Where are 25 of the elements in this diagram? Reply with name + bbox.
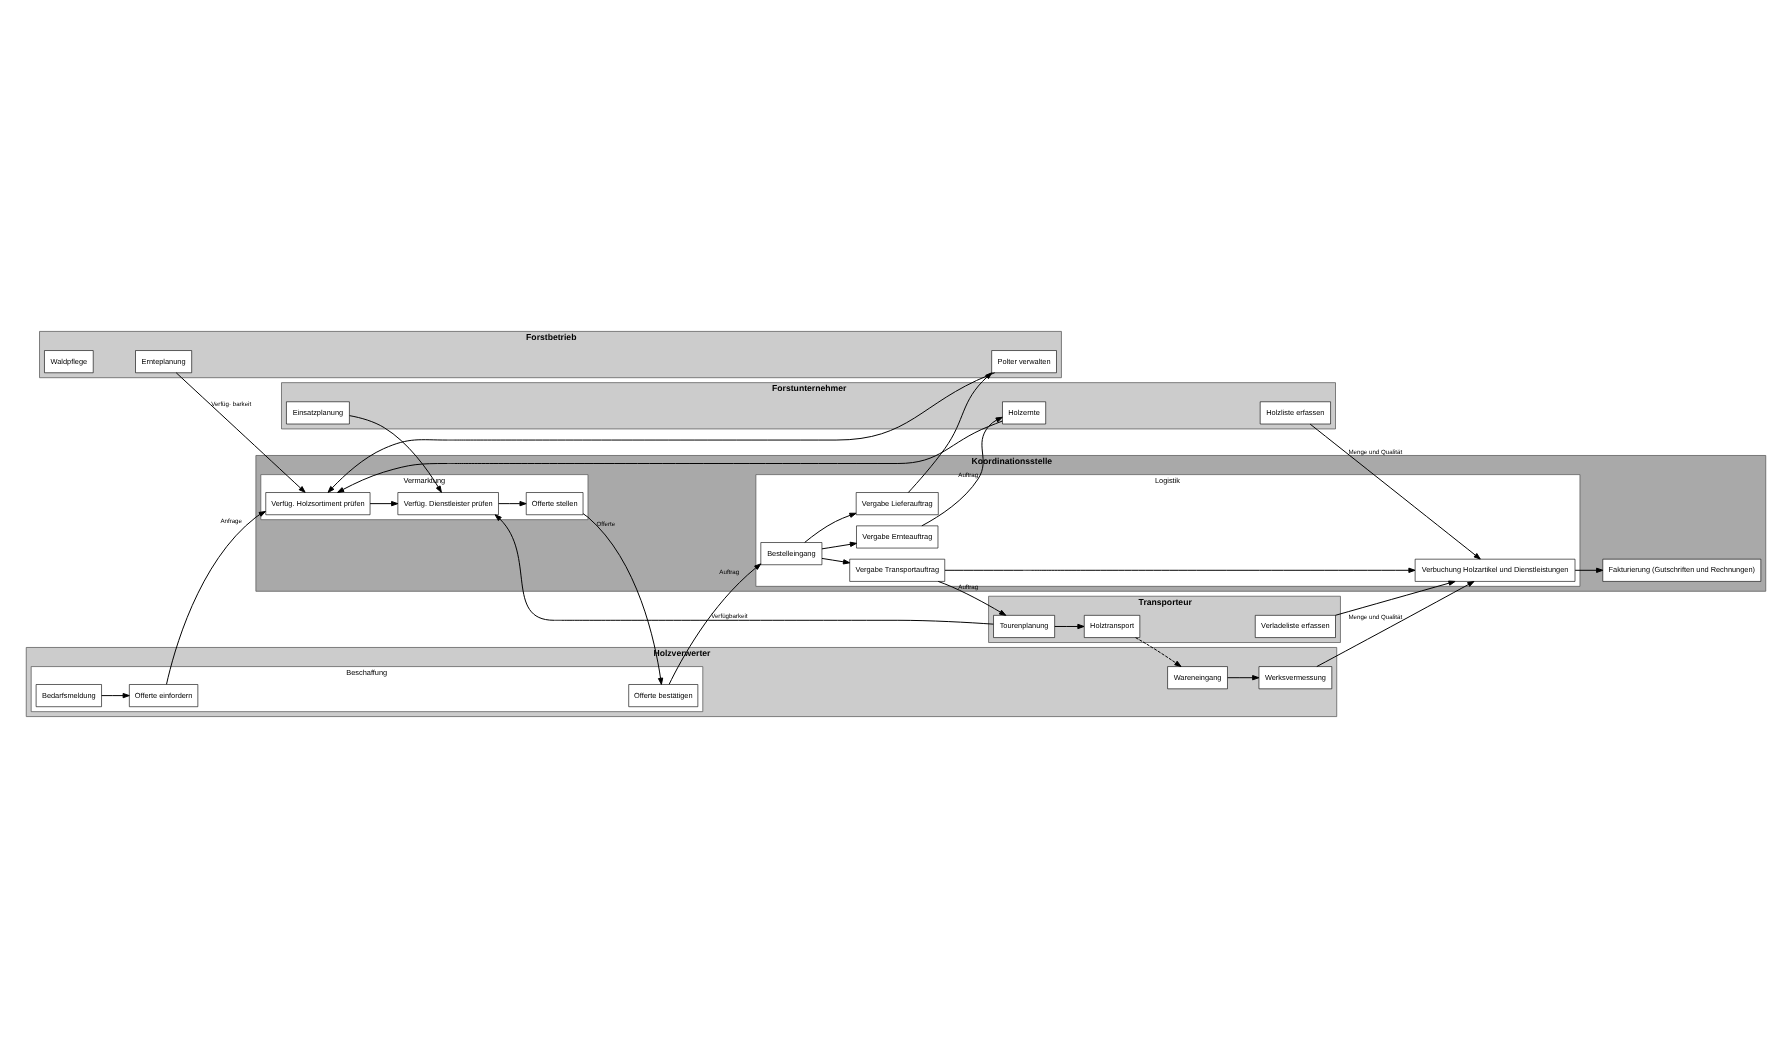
arrow: [907, 371, 993, 492]
arrow: [494, 513, 994, 624]
arrow: [1334, 579, 1456, 615]
arrow: [944, 566, 1416, 572]
arrow: [937, 579, 1007, 615]
arrow: [337, 419, 1003, 492]
arrow: [1316, 580, 1475, 667]
arrow: [166, 509, 266, 684]
arrow: [668, 562, 762, 684]
arrow: [1574, 566, 1604, 572]
arrow: [1309, 422, 1481, 559]
arrow: [821, 556, 851, 564]
arrow: [349, 414, 442, 492]
arrow: [175, 371, 306, 492]
arrow: [1135, 636, 1182, 666]
arrow: [498, 499, 527, 506]
arrow: [101, 691, 130, 698]
arrow: [1054, 622, 1085, 629]
arrow: [369, 499, 399, 506]
arrow: [327, 371, 996, 492]
arrow: [582, 512, 664, 684]
arrow: [821, 540, 857, 549]
arrow: [1227, 674, 1260, 680]
arrow: [921, 415, 1003, 526]
arrow: [804, 511, 857, 542]
